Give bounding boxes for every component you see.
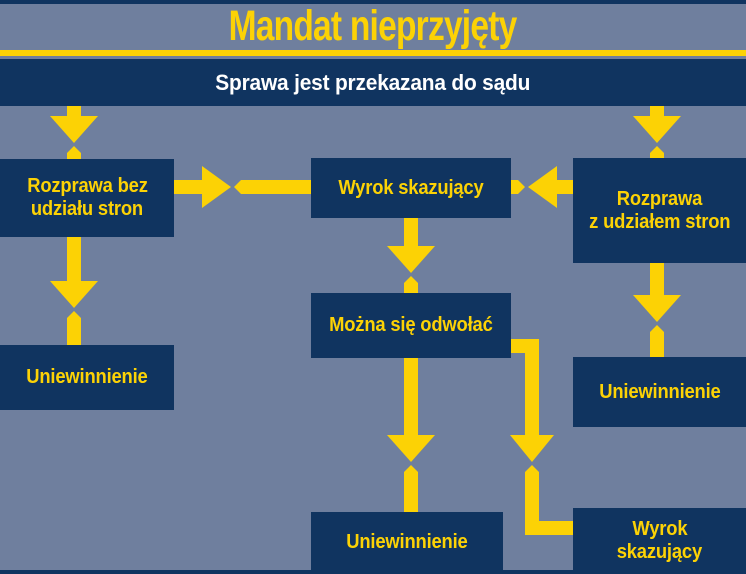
node-label-line: Wyrok skazujący xyxy=(338,176,484,199)
arrow-stub xyxy=(234,180,311,194)
arrow-mozna-to-uniewinnienie-bottom xyxy=(387,358,435,512)
arrow-head xyxy=(528,166,557,208)
arrow-rozprawa-bez-to-uniewinnienie-left xyxy=(50,237,98,345)
arrow-shaft xyxy=(650,263,664,297)
arrow-rozprawa-z-to-uniewinnienie-right xyxy=(633,263,681,357)
arrow-banner-to-rozprawa-bez xyxy=(50,106,98,159)
node-label-line: Rozprawa bez xyxy=(26,175,148,197)
arrow-stub xyxy=(67,311,81,345)
node-label-line: udziału stron xyxy=(30,198,144,220)
title-divider xyxy=(0,50,746,56)
page-title-text: Mandat nieprzyjęty xyxy=(229,1,518,50)
arrow-stub xyxy=(404,465,418,512)
node-label-line: Rozprawa xyxy=(616,187,703,210)
arrow-stub xyxy=(404,276,418,293)
node-label-line: Uniewinnienie xyxy=(346,530,468,553)
arrow-rozprawa-bez-to-wyrok xyxy=(173,166,311,208)
node-label-line: z udziałem stron xyxy=(588,210,731,233)
bottom-border xyxy=(0,570,746,574)
node-wyrok-skazujacy-bottom: Wyrok skazujący xyxy=(573,508,746,574)
node-wyrok-skazujacy-top: Wyrok skazujący xyxy=(311,158,511,218)
arrow-head xyxy=(387,435,435,462)
arrow-shaft xyxy=(650,106,664,117)
node-uniewinnienie-bottom: Uniewinnienie xyxy=(311,512,503,572)
arrow-banner-to-rozprawa-z xyxy=(633,106,681,159)
arrow-stub xyxy=(67,146,81,159)
arrow-stub xyxy=(650,325,664,357)
arrow-shaft xyxy=(173,180,202,194)
node-label-line: Wyrok xyxy=(632,518,687,540)
arrow-stub xyxy=(650,146,664,159)
arrow-shaft xyxy=(404,218,418,247)
arrow-stub xyxy=(511,180,525,194)
arrow-shaft xyxy=(67,106,81,117)
arrow-head xyxy=(633,295,681,322)
node-label-line: skazujący xyxy=(616,541,703,563)
node-label-line: Uniewinnienie xyxy=(598,380,721,403)
arrow-head xyxy=(50,281,98,308)
arrow-shaft xyxy=(557,180,573,194)
arrow-elbow-shaft xyxy=(511,339,539,437)
node-uniewinnienie-right: Uniewinnienie xyxy=(573,357,746,427)
arrow-head xyxy=(202,166,231,208)
node-label-line: Uniewinnienie xyxy=(26,366,148,388)
node-uniewinnienie-left: Uniewinnienie xyxy=(0,345,174,410)
court-banner: Sprawa jest przekazana do sądu xyxy=(0,59,746,106)
arrow-head xyxy=(50,116,98,143)
arrow-shaft xyxy=(67,237,81,283)
arrow-elbow-stub xyxy=(525,465,573,535)
node-label-line: Można się odwołać xyxy=(329,314,493,336)
node-mozna-sie-odwolac: Można się odwołać xyxy=(311,293,511,358)
page-title: Mandat nieprzyjęty xyxy=(0,2,746,50)
top-border xyxy=(0,0,746,4)
court-banner-text: Sprawa jest przekazana do sądu xyxy=(215,69,531,95)
arrow-wyrok-to-mozna xyxy=(387,218,435,293)
arrow-shaft xyxy=(404,358,418,437)
node-rozprawa-bez-udzialu-stron: Rozprawa bez udziału stron xyxy=(0,159,174,237)
node-rozprawa-z-udzialem-stron: Rozprawa z udziałem stron xyxy=(573,158,746,263)
arrow-head xyxy=(387,246,435,273)
arrow-head xyxy=(510,435,554,462)
arrow-rozprawa-z-to-wyrok xyxy=(511,166,573,208)
arrow-mozna-to-wyrok-bottom xyxy=(510,339,573,535)
arrow-head xyxy=(633,116,681,143)
